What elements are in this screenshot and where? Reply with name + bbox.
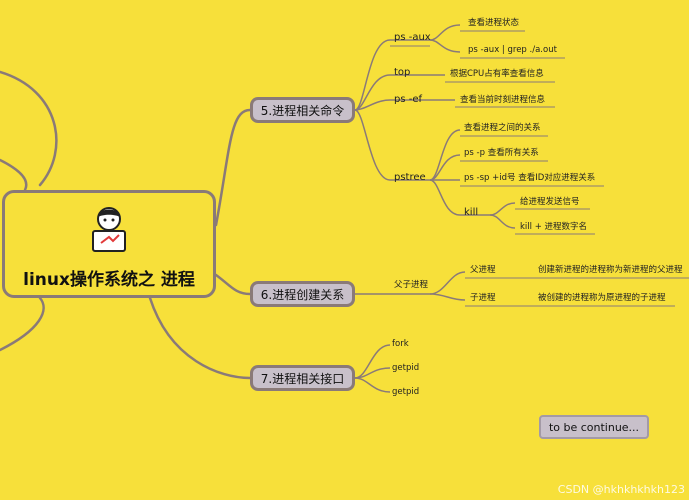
node-parent-process[interactable]: 父进程 — [470, 265, 496, 275]
leaf-ps-aux-grep: ps -aux | grep ./a.out — [468, 45, 557, 55]
watermark: CSDN @hkhkhkhkh123 — [557, 483, 685, 496]
leaf-kill-number: kill + 进程数字名 — [520, 222, 588, 232]
leaf-getpid-2: getpid — [392, 387, 420, 397]
branch-process-creation[interactable]: 6.进程创建关系 — [250, 281, 355, 307]
leaf-ps-ef-current: 查看当前时刻进程信息 — [460, 95, 546, 105]
leaf-fork: fork — [392, 339, 409, 349]
leaf-kill-signal: 给进程发送信号 — [520, 197, 580, 207]
leaf-ps-p: ps -p 查看所有关系 — [464, 148, 539, 158]
branch-process-interfaces[interactable]: 7.进程相关接口 — [250, 365, 355, 391]
node-pstree[interactable]: pstree — [394, 172, 426, 183]
leaf-getpid: getpid — [392, 363, 420, 373]
node-ps-aux[interactable]: ps -aux — [394, 32, 431, 43]
leaf-top-cpu: 根据CPU占有率查看信息 — [450, 69, 544, 79]
node-kill[interactable]: kill — [464, 207, 479, 218]
node-parent-child[interactable]: 父子进程 — [394, 280, 429, 290]
root-node: linux操作系统之 进程 — [2, 190, 216, 298]
node-child-process[interactable]: 子进程 — [470, 293, 496, 303]
leaf-child-desc: 被创建的进程称为原进程的子进程 — [538, 293, 666, 303]
person-laptop-icon — [92, 207, 126, 252]
leaf-view-process-status: 查看进程状态 — [468, 18, 520, 28]
root-title: linux操作系统之 进程 — [23, 270, 195, 290]
branch-process-commands[interactable]: 5.进程相关命令 — [250, 97, 355, 123]
node-top[interactable]: top — [394, 67, 411, 78]
leaf-pstree-relations: 查看进程之间的关系 — [464, 123, 541, 133]
node-ps-ef[interactable]: ps -ef — [394, 94, 423, 105]
leaf-parent-desc: 创建新进程的进程称为新进程的父进程 — [538, 265, 683, 275]
to-be-continued-label: to be continue... — [539, 415, 649, 439]
leaf-ps-sp: ps -sp +id号 查看ID对应进程关系 — [464, 173, 596, 183]
